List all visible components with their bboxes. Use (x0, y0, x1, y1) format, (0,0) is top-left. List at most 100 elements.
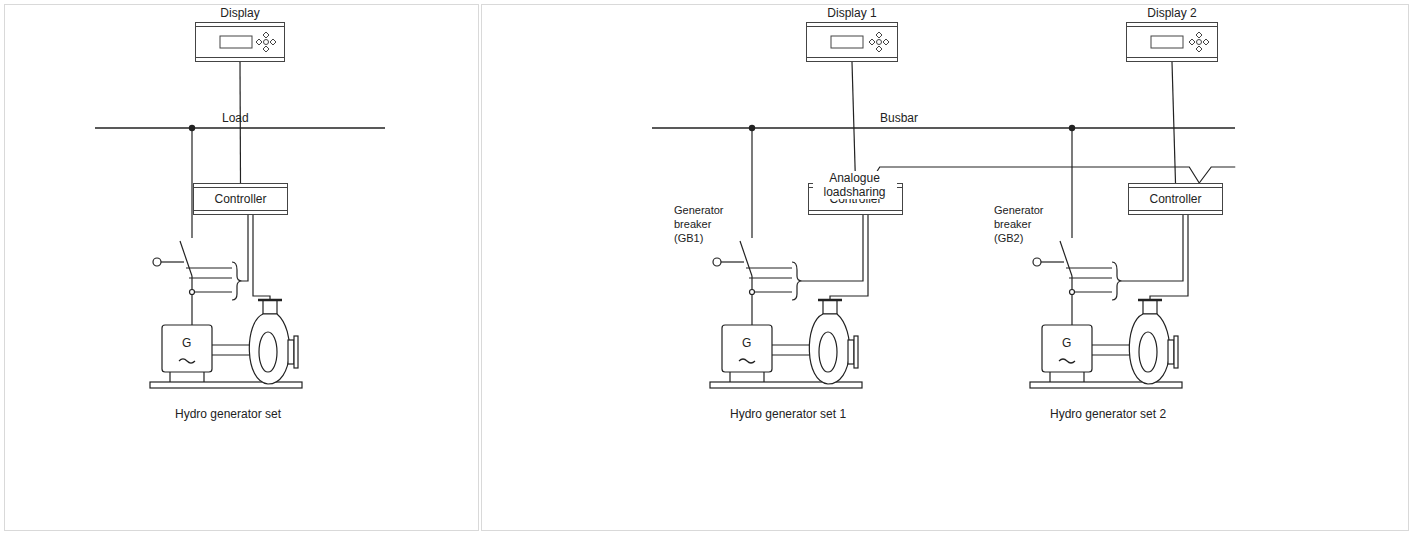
box-band-line (1129, 188, 1222, 211)
box-detail (196, 23, 284, 61)
bus-junction (189, 125, 195, 131)
signal-wires (186, 268, 232, 292)
breaker-label: Generator breaker (GB2) (994, 203, 1058, 245)
edge-label: Analogue loadsharing (813, 171, 897, 199)
turbine-casing (249, 314, 289, 384)
breaker-feed (1071, 128, 1072, 238)
keypad-arrow (876, 46, 882, 52)
shaft (772, 345, 812, 355)
generator-set-drawing (710, 125, 868, 388)
base-plate (150, 382, 302, 388)
data-link (1172, 62, 1176, 183)
turbine-runner (259, 332, 277, 372)
controller-signal-wire (242, 215, 248, 281)
ac-symbol (1059, 359, 1075, 363)
outlet-flange (258, 299, 282, 302)
governor-wire (830, 215, 868, 300)
panel-frame (5, 5, 479, 531)
generator-feed (191, 276, 192, 325)
turbine-casing (1129, 314, 1169, 384)
breaker-blade (740, 241, 752, 276)
turbine-casing (809, 314, 849, 384)
display-unit: Display 1 (806, 22, 898, 62)
panel-frame (482, 5, 1409, 531)
keypad-arrow (876, 32, 882, 38)
display-unit: Display (195, 22, 285, 62)
keypad-centre (264, 40, 269, 45)
generator-feet (1050, 372, 1084, 382)
keypad-arrow (1196, 46, 1202, 52)
inlet-pipe (848, 340, 854, 364)
controller-box: Controller (1128, 183, 1223, 215)
breaker-handle (153, 258, 161, 266)
shaft (1092, 345, 1132, 355)
outlet-pipe (823, 300, 837, 314)
generator-housing (162, 325, 212, 372)
keypad-arrow (263, 46, 269, 52)
keypad-arrow (263, 32, 269, 38)
generator-symbol-letter: G (742, 336, 751, 350)
generator-feed (1071, 276, 1072, 325)
signal-bracket (232, 262, 242, 300)
generator-feed (751, 276, 752, 325)
keypad-arrow (1189, 39, 1195, 45)
current-transformer (190, 290, 195, 295)
keypad-arrow (270, 39, 276, 45)
bus-junction (749, 125, 755, 131)
box-detail (807, 23, 897, 61)
breaker-blade (180, 241, 192, 276)
inlet-flange (294, 336, 298, 368)
display-unit: Display 2 (1126, 22, 1218, 62)
turbine-runner (819, 332, 837, 372)
lcd-screen (831, 36, 863, 48)
current-transformer (750, 290, 755, 295)
signal-wires (746, 268, 792, 292)
keypad-arrow (256, 39, 262, 45)
breaker-feed (751, 128, 752, 238)
lcd-screen (1151, 36, 1183, 48)
breaker-blade (1060, 241, 1072, 276)
generator-symbol-letter: G (1062, 336, 1071, 350)
outlet-flange (818, 299, 842, 302)
generator-symbol-letter: G (182, 336, 191, 350)
display-title: Display 2 (1147, 6, 1196, 20)
keypad-arrow (869, 39, 875, 45)
governor-wire (1150, 215, 1188, 300)
box-band-line (194, 188, 287, 211)
generator-housing (722, 325, 772, 372)
bus-junction (1069, 125, 1075, 131)
breaker-label: Generator breaker (GB1) (674, 203, 738, 245)
keypad-arrow (1196, 32, 1202, 38)
busbar-line (652, 127, 1235, 129)
turbine-runner (1139, 332, 1157, 372)
outlet-flange (1138, 299, 1162, 302)
set-name: Hydro generator set 2 (1050, 407, 1166, 421)
current-transformer (1070, 290, 1075, 295)
generator-set-drawing (150, 125, 302, 388)
ac-symbol (739, 359, 755, 363)
base-plate (1030, 382, 1182, 388)
display-title: Display (220, 6, 259, 20)
controller-box: Controller (193, 183, 288, 215)
breaker-handle-rod (1041, 261, 1064, 262)
box-band-line (807, 27, 897, 58)
outlet-pipe (263, 300, 277, 314)
inlet-pipe (1168, 340, 1174, 364)
bus-label: Busbar (880, 111, 918, 125)
controller-label: Controller (194, 192, 287, 206)
generator-set-drawing (1030, 125, 1188, 388)
loadsharing-continuation (1199, 167, 1235, 183)
loadsharing-line (870, 167, 1200, 183)
controller-signal-wire (1122, 215, 1183, 281)
data-link (852, 62, 856, 183)
inlet-flange (854, 336, 858, 368)
breaker-handle (713, 258, 721, 266)
keypad-centre (877, 40, 882, 45)
set-name: Hydro generator set 1 (730, 407, 846, 421)
generator-feet (170, 372, 204, 382)
bus-label: Load (222, 111, 249, 125)
signal-bracket (792, 262, 802, 300)
set-name: Hydro generator set (175, 407, 281, 421)
